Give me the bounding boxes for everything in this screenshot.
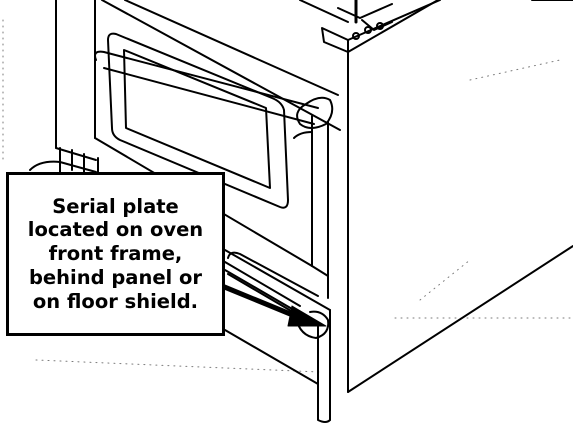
- oven-window: [107, 32, 289, 209]
- dotted-guide-lines: [2, 19, 573, 373]
- callout-line-1: Serial plate: [52, 194, 179, 218]
- cabinet-side: [347, 0, 573, 393]
- callout-line-3: front frame,: [48, 242, 183, 266]
- oven-door-handle: [94, 50, 334, 139]
- callout-line-2: located on oven: [27, 218, 204, 242]
- callout-line-5: on floor shield.: [32, 289, 199, 313]
- serial-plate-callout: Serial plate located on oven front frame…: [6, 172, 225, 336]
- left-base-detail: [29, 147, 97, 175]
- callout-line-4: behind panel or: [28, 265, 203, 289]
- top-corner: [321, 0, 441, 53]
- pointer-arrow: [219, 283, 327, 327]
